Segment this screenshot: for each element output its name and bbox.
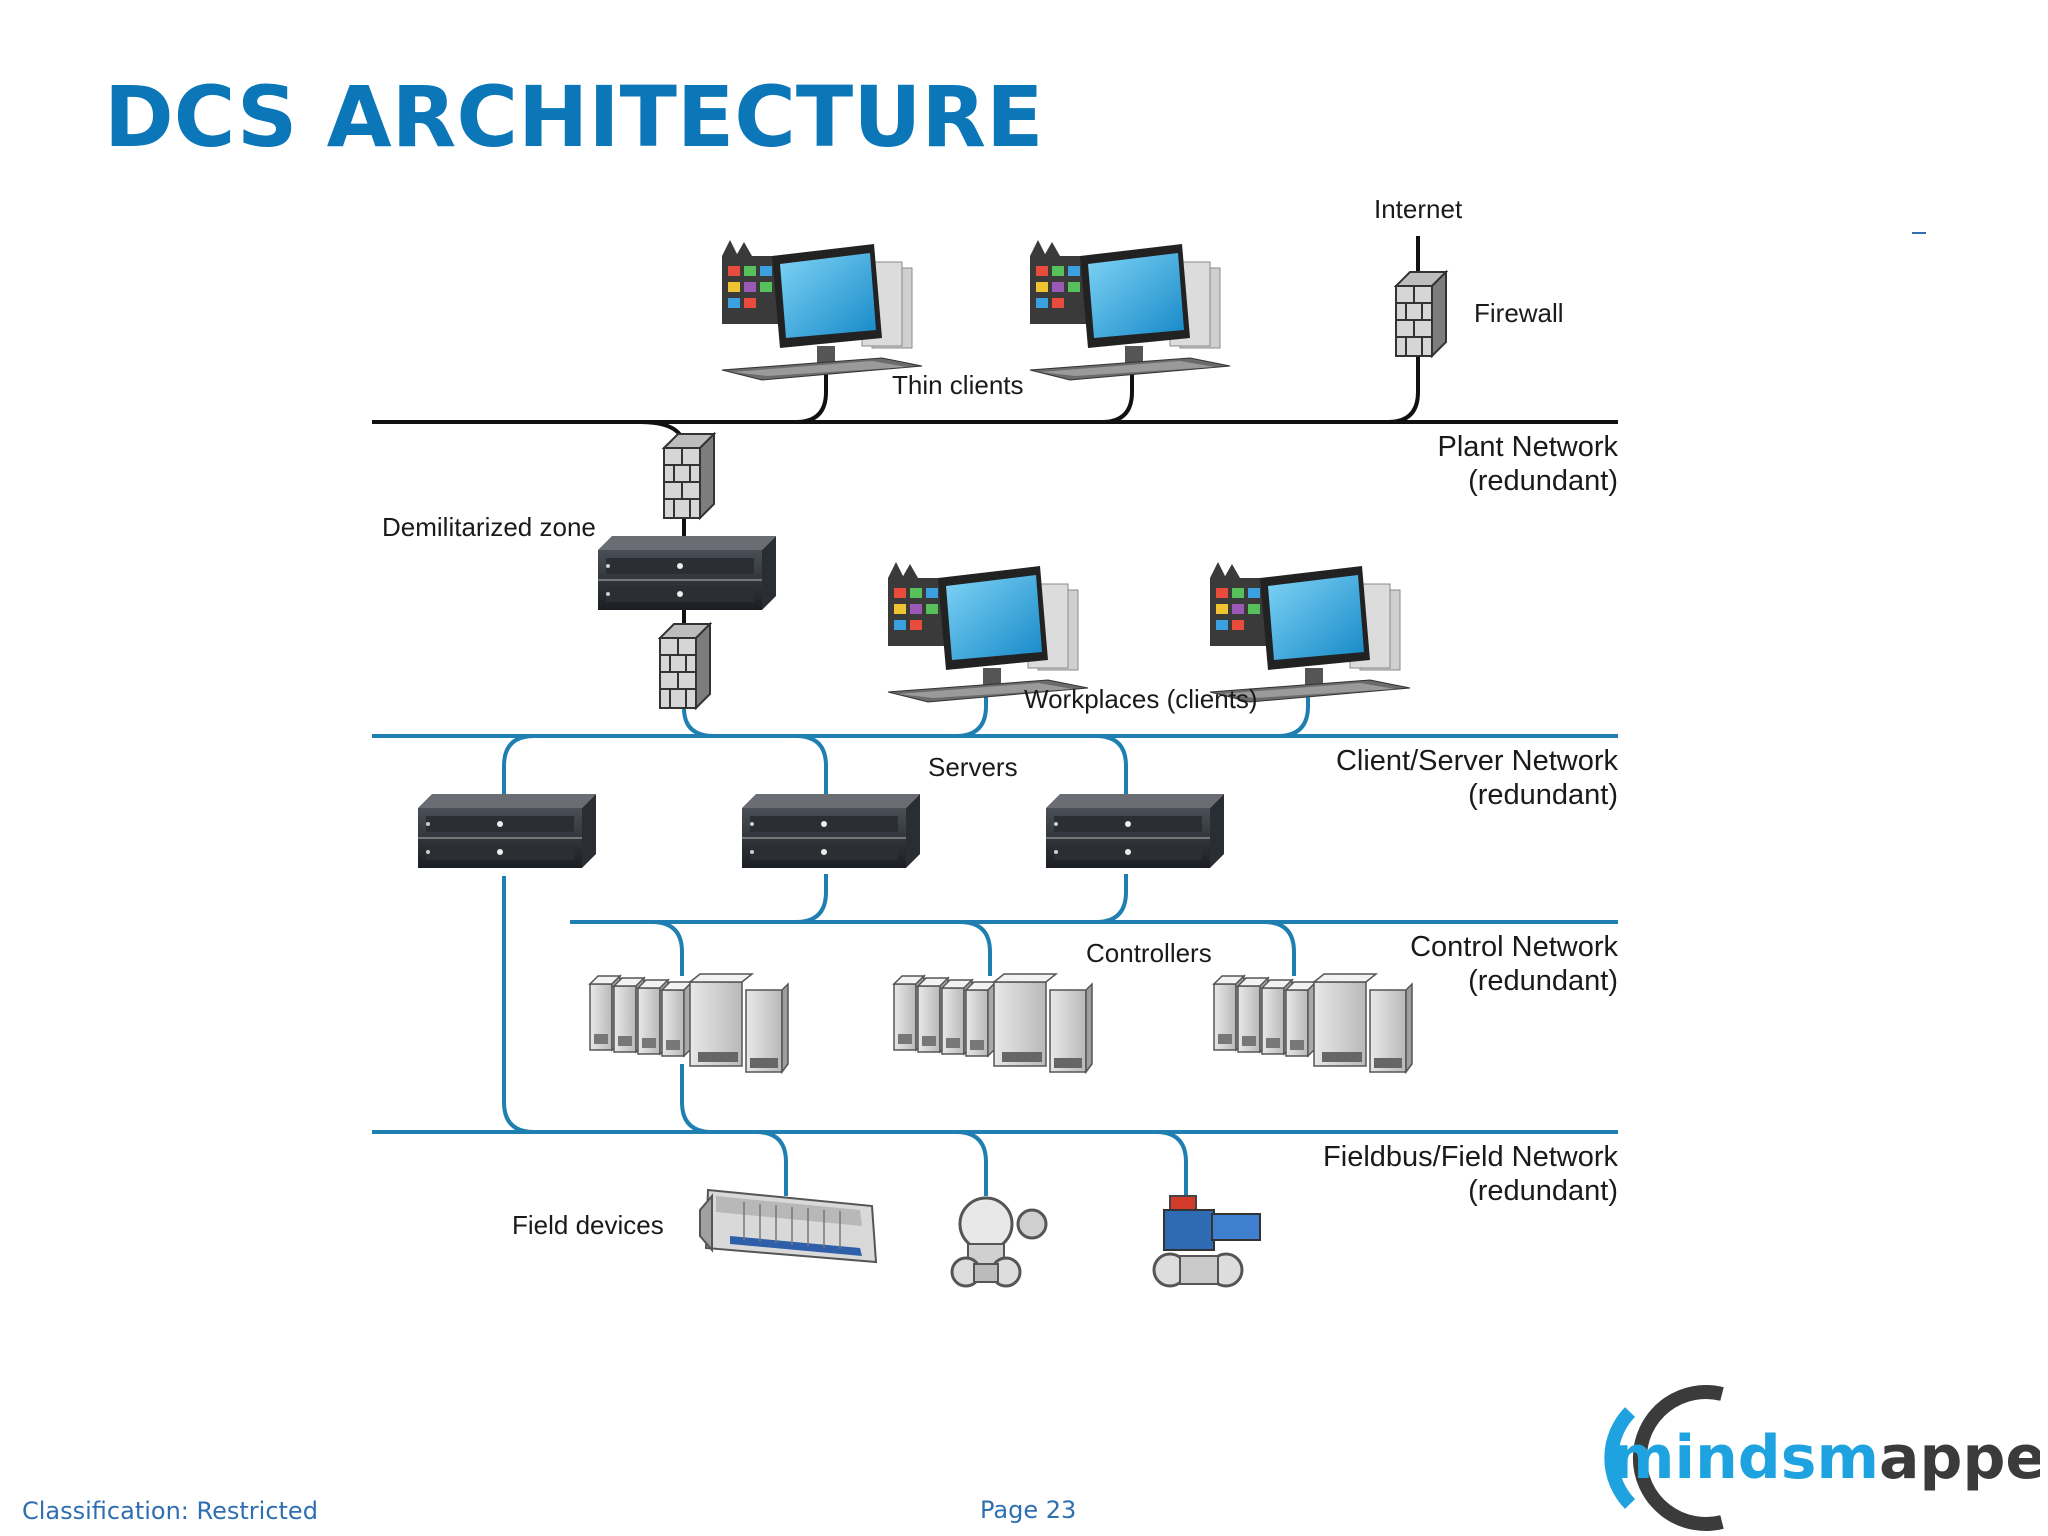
client-server-network-label: Client/Server Network xyxy=(1336,745,1619,777)
client-server-network-redundant-label: (redundant) xyxy=(1468,779,1618,811)
page-title: DCS ARCHITECTURE xyxy=(104,68,1044,166)
decorative-dash xyxy=(1912,232,1926,234)
controller-3-icon xyxy=(1214,974,1412,1072)
thin-client-1-workstation-icon xyxy=(721,239,923,381)
server-1-icon xyxy=(417,793,597,869)
controller-1-icon xyxy=(590,974,788,1072)
control-network-label: Control Network xyxy=(1410,931,1618,963)
logo-wordmark: mindsmapped xyxy=(1612,1423,2040,1493)
dmz-upper-firewall-icon xyxy=(663,433,715,519)
server-3-icon xyxy=(1045,793,1225,869)
fieldbus-network-label: Fieldbus/Field Network xyxy=(1323,1141,1618,1173)
internet-label: Internet xyxy=(1374,194,1463,224)
logo-ring-dark xyxy=(1632,1385,1724,1531)
dmz-label: Demilitarized zone xyxy=(382,512,596,542)
dmz-server-icon xyxy=(597,535,777,611)
workplace-client-2-workstation-icon xyxy=(1209,561,1411,703)
client-server-connections xyxy=(502,672,1310,798)
plant-network-connections xyxy=(639,236,1420,630)
servers-label: Servers xyxy=(928,752,1018,782)
field-device-io-rack-icon xyxy=(699,1188,878,1264)
thin-client-2-workstation-icon xyxy=(1029,239,1231,381)
field-device-valve-actuator-icon xyxy=(1152,1195,1261,1288)
plant-network-label: Plant Network xyxy=(1437,431,1618,463)
field-devices-label: Field devices xyxy=(512,1210,664,1240)
mindsmapped-logo: mindsmapped xyxy=(1604,1385,2040,1531)
workplaces-label: Workplaces (clients) xyxy=(1024,684,1258,714)
dmz-lower-firewall-icon xyxy=(659,623,711,709)
plant-network-redundant-label: (redundant) xyxy=(1468,465,1618,497)
firewall-label: Firewall xyxy=(1474,298,1564,328)
controller-2-icon xyxy=(894,974,1092,1072)
workplace-client-1-workstation-icon xyxy=(887,561,1089,703)
control-network-connections xyxy=(502,874,1296,1134)
fieldbus-network-redundant-label: (redundant) xyxy=(1468,1175,1618,1207)
fieldbus-connections xyxy=(755,1130,1188,1196)
control-network-redundant-label: (redundant) xyxy=(1468,965,1618,997)
internet-firewall-icon xyxy=(1395,271,1447,357)
controllers-label: Controllers xyxy=(1086,938,1212,968)
classification-footer: Classification: Restricted xyxy=(22,1497,318,1525)
thin-clients-label: Thin clients xyxy=(892,370,1024,400)
page-number: Page 23 xyxy=(980,1496,1077,1524)
field-device-transmitter-icon xyxy=(950,1196,1048,1288)
logo-ring-blue xyxy=(1604,1407,1636,1509)
server-2-icon xyxy=(741,793,921,869)
